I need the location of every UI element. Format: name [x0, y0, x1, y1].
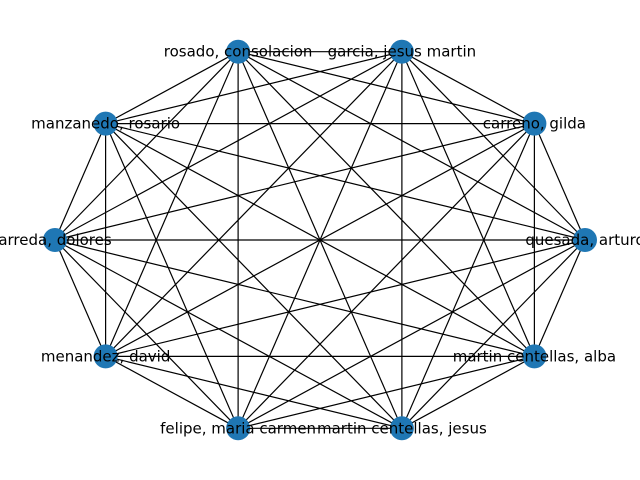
node-label: carreno, gilda: [483, 115, 586, 133]
edge: [54, 239, 535, 357]
graph-node: [389, 416, 414, 441]
node-label: quesada, arturo: [525, 231, 640, 249]
graph-node: [389, 39, 414, 64]
edge: [237, 355, 535, 429]
edge: [105, 355, 403, 429]
graph-node: [93, 344, 118, 369]
edge: [401, 51, 535, 357]
graph-node: [573, 228, 597, 252]
edge: [54, 239, 403, 429]
edge: [237, 51, 535, 357]
edge: [54, 51, 403, 241]
edge: [237, 51, 586, 241]
node-label: arreda, dolores: [0, 231, 112, 249]
edge: [54, 239, 239, 429]
node-label: felipe, maria carmen: [160, 419, 316, 437]
node-label: menandez, david: [41, 347, 171, 365]
edge: [105, 123, 535, 357]
node-label: martin centellas, jesus: [317, 419, 487, 437]
graph-node: [93, 111, 118, 136]
node-label: martin centellas, alba: [453, 347, 616, 365]
graph-node: [522, 111, 547, 136]
graph-node: [522, 344, 547, 369]
node-label: rosado, consolacion: [164, 43, 313, 61]
edge-layer: [54, 51, 586, 429]
graph-node: [43, 228, 67, 252]
edge: [105, 51, 239, 125]
edge: [105, 123, 403, 429]
edge: [54, 123, 107, 241]
node-label: garcia, jesus martin: [328, 43, 477, 61]
edge: [237, 239, 586, 429]
edge: [401, 355, 535, 429]
edge: [54, 239, 107, 357]
edge: [105, 355, 239, 429]
edge: [533, 123, 586, 241]
graph-node: [226, 416, 251, 441]
graph-node: [226, 39, 251, 64]
edge: [401, 123, 535, 429]
edge: [533, 239, 586, 357]
label-layer: quesada, arturo carreno, gilda garcia, jes…: [0, 43, 640, 438]
edge: [105, 123, 239, 429]
node-label: manzanedo, rosario: [31, 115, 180, 133]
edge: [105, 51, 239, 357]
edge: [401, 51, 535, 125]
node-layer: [43, 39, 597, 441]
